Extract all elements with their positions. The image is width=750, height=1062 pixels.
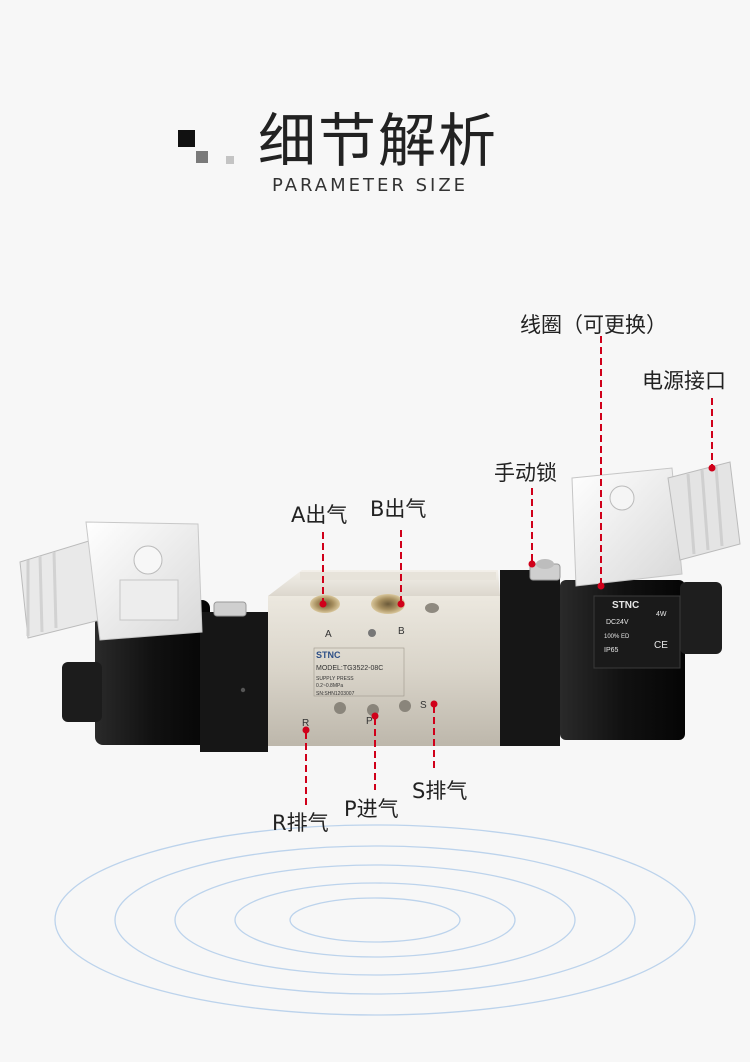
left-connector: [19, 521, 203, 641]
floor-ripples: [54, 824, 696, 1016]
coil-duty: 100% ED: [604, 634, 630, 640]
label-s-exhaust: S排气: [412, 779, 468, 803]
decor-square-light: [226, 156, 234, 164]
body-supply: SUPPLY PRESS: [316, 676, 354, 682]
coil-power: 4W: [656, 611, 667, 618]
body-model: MODEL:TG3522-08C: [316, 665, 383, 672]
right-coil: [500, 570, 722, 746]
port-a-mark: A: [325, 629, 332, 640]
callout-dots: [302, 464, 716, 734]
label-power-port: 电源接口: [642, 369, 726, 393]
label-coil: 线圈（可更换）: [520, 313, 667, 337]
port-r-mark: R: [302, 718, 309, 729]
port-s-mark: S: [420, 700, 427, 711]
label-b-outlet: B出气: [370, 497, 427, 521]
left-manual-lock: [213, 601, 247, 617]
label-a-outlet: A出气: [291, 503, 348, 527]
port-b-mark: B: [398, 626, 405, 637]
coil-mark: CE: [654, 640, 668, 651]
right-manual-lock: [529, 559, 561, 581]
coil-voltage: DC24V: [606, 619, 629, 626]
right-connector: [571, 461, 741, 587]
coil-rating: IP65: [604, 647, 619, 654]
coil-brand: STNC: [612, 600, 639, 611]
section-header: 细节解析 PARAMETER SIZE: [0, 0, 750, 210]
page-subtitle: PARAMETER SIZE: [272, 175, 469, 196]
decor-square-dark: [178, 130, 195, 147]
decor-square-mid: [196, 151, 208, 163]
port-p-mark: P: [366, 716, 373, 727]
body-pressure: 0.2~0.8MPa: [316, 683, 343, 689]
body-serial: SN:SHN1203007: [316, 691, 355, 697]
label-r-exhaust: R排气: [272, 811, 329, 835]
page-title: 细节解析: [258, 107, 499, 175]
body-brand: STNC: [316, 650, 341, 660]
label-p-inlet: P进气: [344, 797, 399, 821]
label-manual-lock: 手动锁: [494, 461, 557, 485]
callout-markers: [305, 336, 713, 808]
